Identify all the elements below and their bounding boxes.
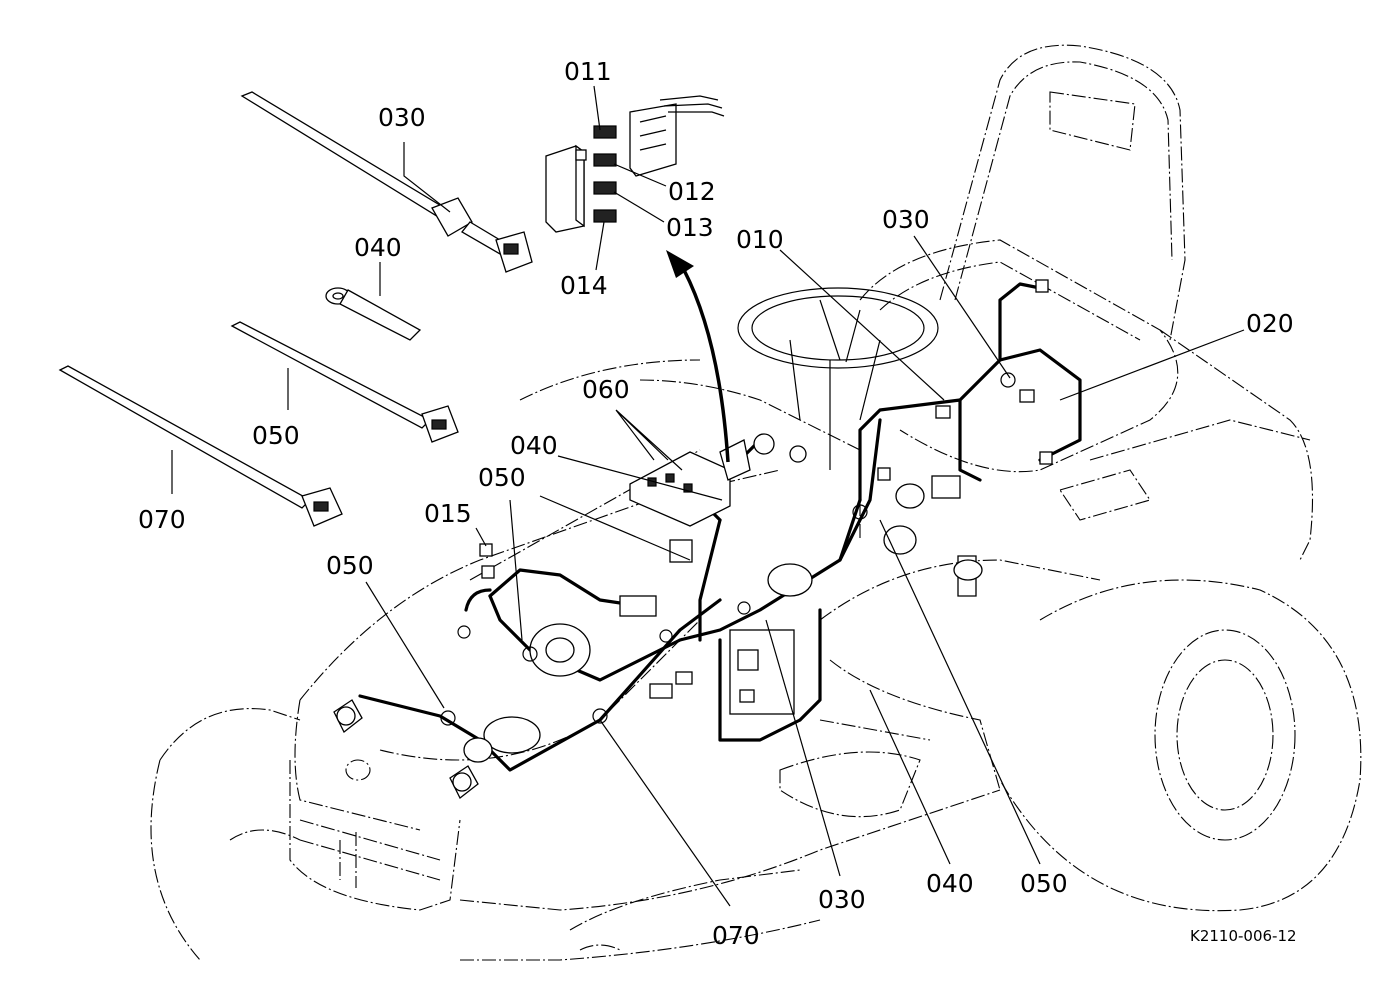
callout-060-relay: 060: [582, 375, 630, 404]
callout-050-left: 050: [326, 551, 374, 580]
cable-tie-050-part: [230, 321, 459, 443]
leader-lines: [171, 85, 1245, 907]
callout-050-bottom: 050: [1020, 869, 1068, 898]
fuse-box-arrow: [666, 250, 730, 463]
wiring-harness-lines: [358, 282, 1082, 772]
callout-labels: 030 040 050 070 011 012 013 014 010 030 …: [138, 57, 1294, 950]
callout-070-cable-tie: 070: [138, 505, 186, 534]
diagram-reference-code: K2110-006-12: [1190, 927, 1297, 945]
steering-wheel: [737, 287, 939, 470]
callout-014-fuse: 014: [560, 271, 608, 300]
callout-030-rear: 030: [882, 205, 930, 234]
ground-terminal-040-part: [325, 287, 422, 341]
fuse-box-part: [545, 95, 725, 233]
callout-030-bottom: 030: [818, 885, 866, 914]
callout-030-cable-tie: 030: [378, 103, 426, 132]
harness-components: [333, 279, 1053, 799]
callout-020-harness: 020: [1246, 309, 1294, 338]
cable-tie-030-part: [240, 91, 533, 273]
callout-011-fuse: 011: [564, 57, 612, 86]
callout-050-cable-tie: 050: [252, 421, 300, 450]
callout-050-center: 050: [478, 463, 526, 492]
callout-015-fuse: 015: [424, 499, 472, 528]
callout-040-bottom: 040: [926, 869, 974, 898]
callout-070-bottom: 070: [712, 921, 760, 950]
callout-013-fuse: 013: [666, 213, 714, 242]
callout-040-center: 040: [510, 431, 558, 460]
callout-012-fuse: 012: [668, 177, 716, 206]
cable-tie-070-part: [58, 365, 343, 527]
callout-010-harness: 010: [736, 225, 784, 254]
callout-040-ground-terminal: 040: [354, 233, 402, 262]
